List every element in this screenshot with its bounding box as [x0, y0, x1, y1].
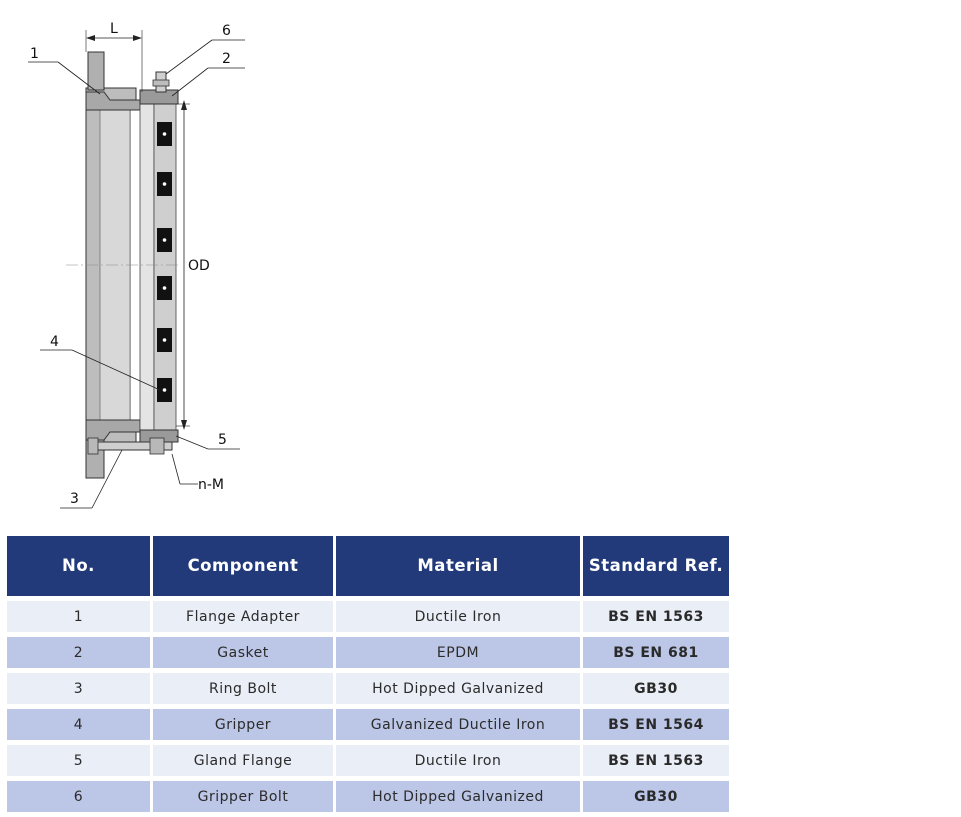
- cell-component: Gripper Bolt: [153, 781, 333, 812]
- flange-top-tab: [87, 51, 105, 91]
- cell-standard: BS EN 1564: [583, 709, 729, 740]
- cell-no: 5: [7, 745, 150, 776]
- cell-material: EPDM: [336, 637, 580, 668]
- table-row: 5 Gland Flange Ductile Iron BS EN 1563: [7, 745, 729, 776]
- header-no: No.: [7, 536, 150, 596]
- callout-4: 4: [50, 334, 59, 350]
- cell-component: Ring Bolt: [153, 673, 333, 704]
- od-label: OD: [188, 258, 210, 274]
- cell-standard: BS EN 1563: [583, 745, 729, 776]
- callout-6: 6: [222, 23, 231, 39]
- cell-material: Hot Dipped Galvanized: [336, 673, 580, 704]
- header-standard-ref: Standard Ref.: [583, 536, 729, 596]
- cell-no: 4: [7, 709, 150, 740]
- header-material: Material: [336, 536, 580, 596]
- cell-standard: GB30: [583, 781, 729, 812]
- cell-component: Flange Adapter: [153, 601, 333, 632]
- callout-3: 3: [70, 491, 79, 507]
- cell-no: 1: [7, 601, 150, 632]
- header-component: Component: [153, 536, 333, 596]
- callout-5: 5: [218, 432, 227, 448]
- flange-adapter-technical-drawing: OD L 1 6 2 4 5 n-M 3: [28, 21, 245, 509]
- table-header-row: No. Component Material Standard Ref.: [7, 536, 729, 596]
- cell-component: Gland Flange: [153, 745, 333, 776]
- cell-standard: BS EN 1563: [583, 601, 729, 632]
- bolt-spec-label: n-M: [198, 477, 224, 493]
- table-row: 3 Ring Bolt Hot Dipped Galvanized GB30: [7, 673, 729, 704]
- components-table: No. Component Material Standard Ref. 1 F…: [4, 531, 732, 817]
- cell-standard: BS EN 681: [583, 637, 729, 668]
- gripper-bolt-head-icon: [152, 79, 170, 87]
- cell-component: Gasket: [153, 637, 333, 668]
- callout-2: 2: [222, 51, 231, 67]
- gland-column: [139, 103, 155, 431]
- ring-bolt-nut-left-icon: [87, 437, 99, 455]
- gripper-blocks: [157, 122, 172, 402]
- cell-no: 3: [7, 673, 150, 704]
- cell-component: Gripper: [153, 709, 333, 740]
- table-row: 2 Gasket EPDM BS EN 681: [7, 637, 729, 668]
- cell-standard: GB30: [583, 673, 729, 704]
- cell-material: Ductile Iron: [336, 745, 580, 776]
- cell-material: Ductile Iron: [336, 601, 580, 632]
- l-label: L: [110, 21, 118, 37]
- table-row: 4 Gripper Galvanized Ductile Iron BS EN …: [7, 709, 729, 740]
- ring-bolt-nut-right-icon: [149, 437, 165, 455]
- cell-no: 6: [7, 781, 150, 812]
- table-row: 6 Gripper Bolt Hot Dipped Galvanized GB3…: [7, 781, 729, 812]
- cell-material: Hot Dipped Galvanized: [336, 781, 580, 812]
- cell-material: Galvanized Ductile Iron: [336, 709, 580, 740]
- table-row: 1 Flange Adapter Ductile Iron BS EN 1563: [7, 601, 729, 632]
- cell-no: 2: [7, 637, 150, 668]
- callout-1: 1: [30, 46, 39, 62]
